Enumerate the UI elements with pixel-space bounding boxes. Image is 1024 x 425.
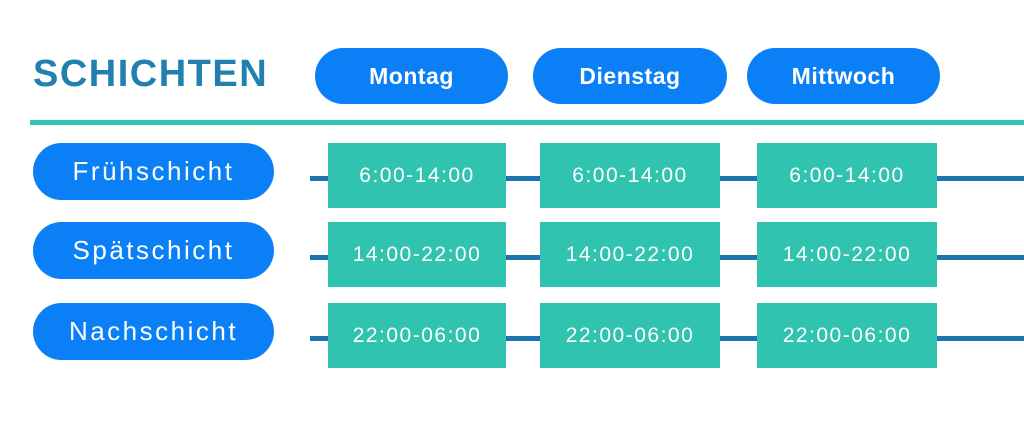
- connector-line: [310, 176, 328, 181]
- shift-time-cell: 22:00-06:00: [328, 303, 506, 368]
- day-header-dienstag[interactable]: Dienstag: [533, 48, 727, 104]
- connector-line: [310, 336, 328, 341]
- connector-line: [937, 176, 1024, 181]
- connector-line: [506, 336, 540, 341]
- shift-time-cell: 6:00-14:00: [757, 143, 937, 208]
- connector-line: [937, 255, 1024, 260]
- shift-time-cell: 22:00-06:00: [757, 303, 937, 368]
- day-header-mittwoch[interactable]: Mittwoch: [747, 48, 940, 104]
- shift-time-cell: 6:00-14:00: [328, 143, 506, 208]
- shift-label-nachschicht[interactable]: Nachschicht: [33, 303, 274, 360]
- shift-time-cell: 14:00-22:00: [757, 222, 937, 287]
- shift-time-cell: 6:00-14:00: [540, 143, 720, 208]
- connector-line: [310, 255, 328, 260]
- connector-line: [506, 176, 540, 181]
- connector-line: [720, 176, 757, 181]
- shift-time-cell: 22:00-06:00: [540, 303, 720, 368]
- page-title: SCHICHTEN: [33, 53, 269, 95]
- connector-line: [937, 336, 1024, 341]
- shift-row-fruehschicht: Frühschicht 6:00-14:00 6:00-14:00 6:00-1…: [0, 143, 1024, 208]
- connector-line: [720, 255, 757, 260]
- shift-row-nachschicht: Nachschicht 22:00-06:00 22:00-06:00 22:0…: [0, 303, 1024, 368]
- connector-line: [720, 336, 757, 341]
- shift-time-cell: 14:00-22:00: [328, 222, 506, 287]
- shift-row-spaetschicht: Spätschicht 14:00-22:00 14:00-22:00 14:0…: [0, 222, 1024, 287]
- shift-label-fruehschicht[interactable]: Frühschicht: [33, 143, 274, 200]
- shift-label-spaetschicht[interactable]: Spätschicht: [33, 222, 274, 279]
- day-header-montag[interactable]: Montag: [315, 48, 508, 104]
- title-divider: [30, 120, 1024, 125]
- shift-time-cell: 14:00-22:00: [540, 222, 720, 287]
- connector-line: [506, 255, 540, 260]
